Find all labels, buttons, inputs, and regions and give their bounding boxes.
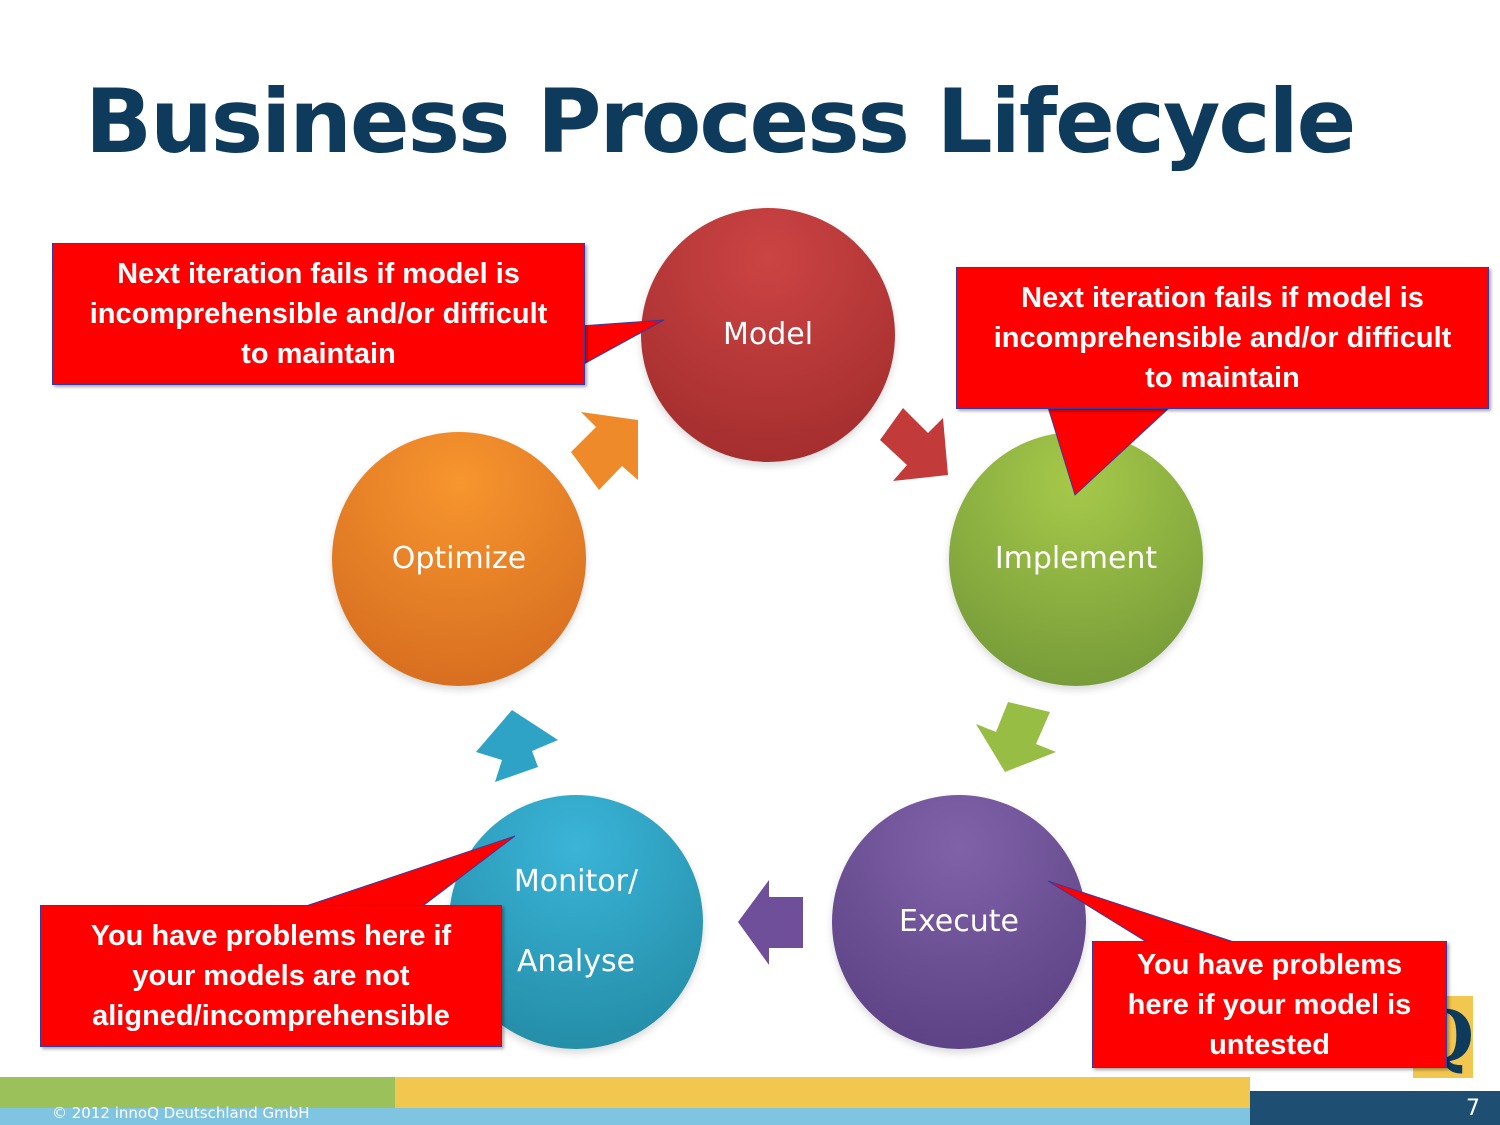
callout-bottom-right-text: You have problems here if your model is … [1127, 948, 1412, 1061]
callout-bottom-right: You have problems here if your model is … [1092, 941, 1447, 1068]
callout-bottom-left-text: You have problems here if your models ar… [90, 920, 452, 1032]
arrow-execute-to-monitor [738, 880, 803, 965]
callout-pointer-bottom-left [299, 835, 516, 909]
callout-pointer-top-right [1047, 406, 1172, 496]
arrow-optimize-to-model [571, 412, 638, 490]
callout-pointer-top-left [579, 319, 665, 367]
node-model: Model [641, 208, 895, 462]
callout-top-right: Next iteration fails if model is incompr… [956, 267, 1489, 409]
page-title: Business Process Lifecycle [85, 70, 1356, 173]
arrow-implement-to-execute [976, 702, 1056, 772]
node-optimize-label: Optimize [391, 541, 527, 576]
footer-bar [0, 1077, 1500, 1125]
callout-bottom-left: You have problems here if your models ar… [40, 905, 502, 1047]
arrow-model-to-implement [880, 408, 948, 481]
node-optimize: Optimize [332, 432, 586, 686]
callout-top-right-text: Next iteration fails if model is incompr… [993, 282, 1452, 394]
arrow-monitor-to-optimize [476, 710, 558, 782]
node-execute-label: Execute [899, 904, 1019, 939]
node-monitor-label-line2: Analyse [516, 944, 636, 979]
callout-top-left-text: Next iteration fails if model is incompr… [89, 258, 548, 370]
callout-pointer-bottom-right [1047, 880, 1241, 945]
copyright-text: © 2012 innoQ Deutschland GmbH [52, 1104, 310, 1122]
page-number: 7 [1466, 1096, 1480, 1121]
node-model-label: Model [722, 317, 814, 352]
node-execute: Execute [832, 795, 1086, 1049]
node-monitor-label-line1: Monitor/ [513, 864, 639, 899]
callout-top-left: Next iteration fails if model is incompr… [52, 243, 585, 385]
node-implement-label: Implement [994, 541, 1158, 576]
